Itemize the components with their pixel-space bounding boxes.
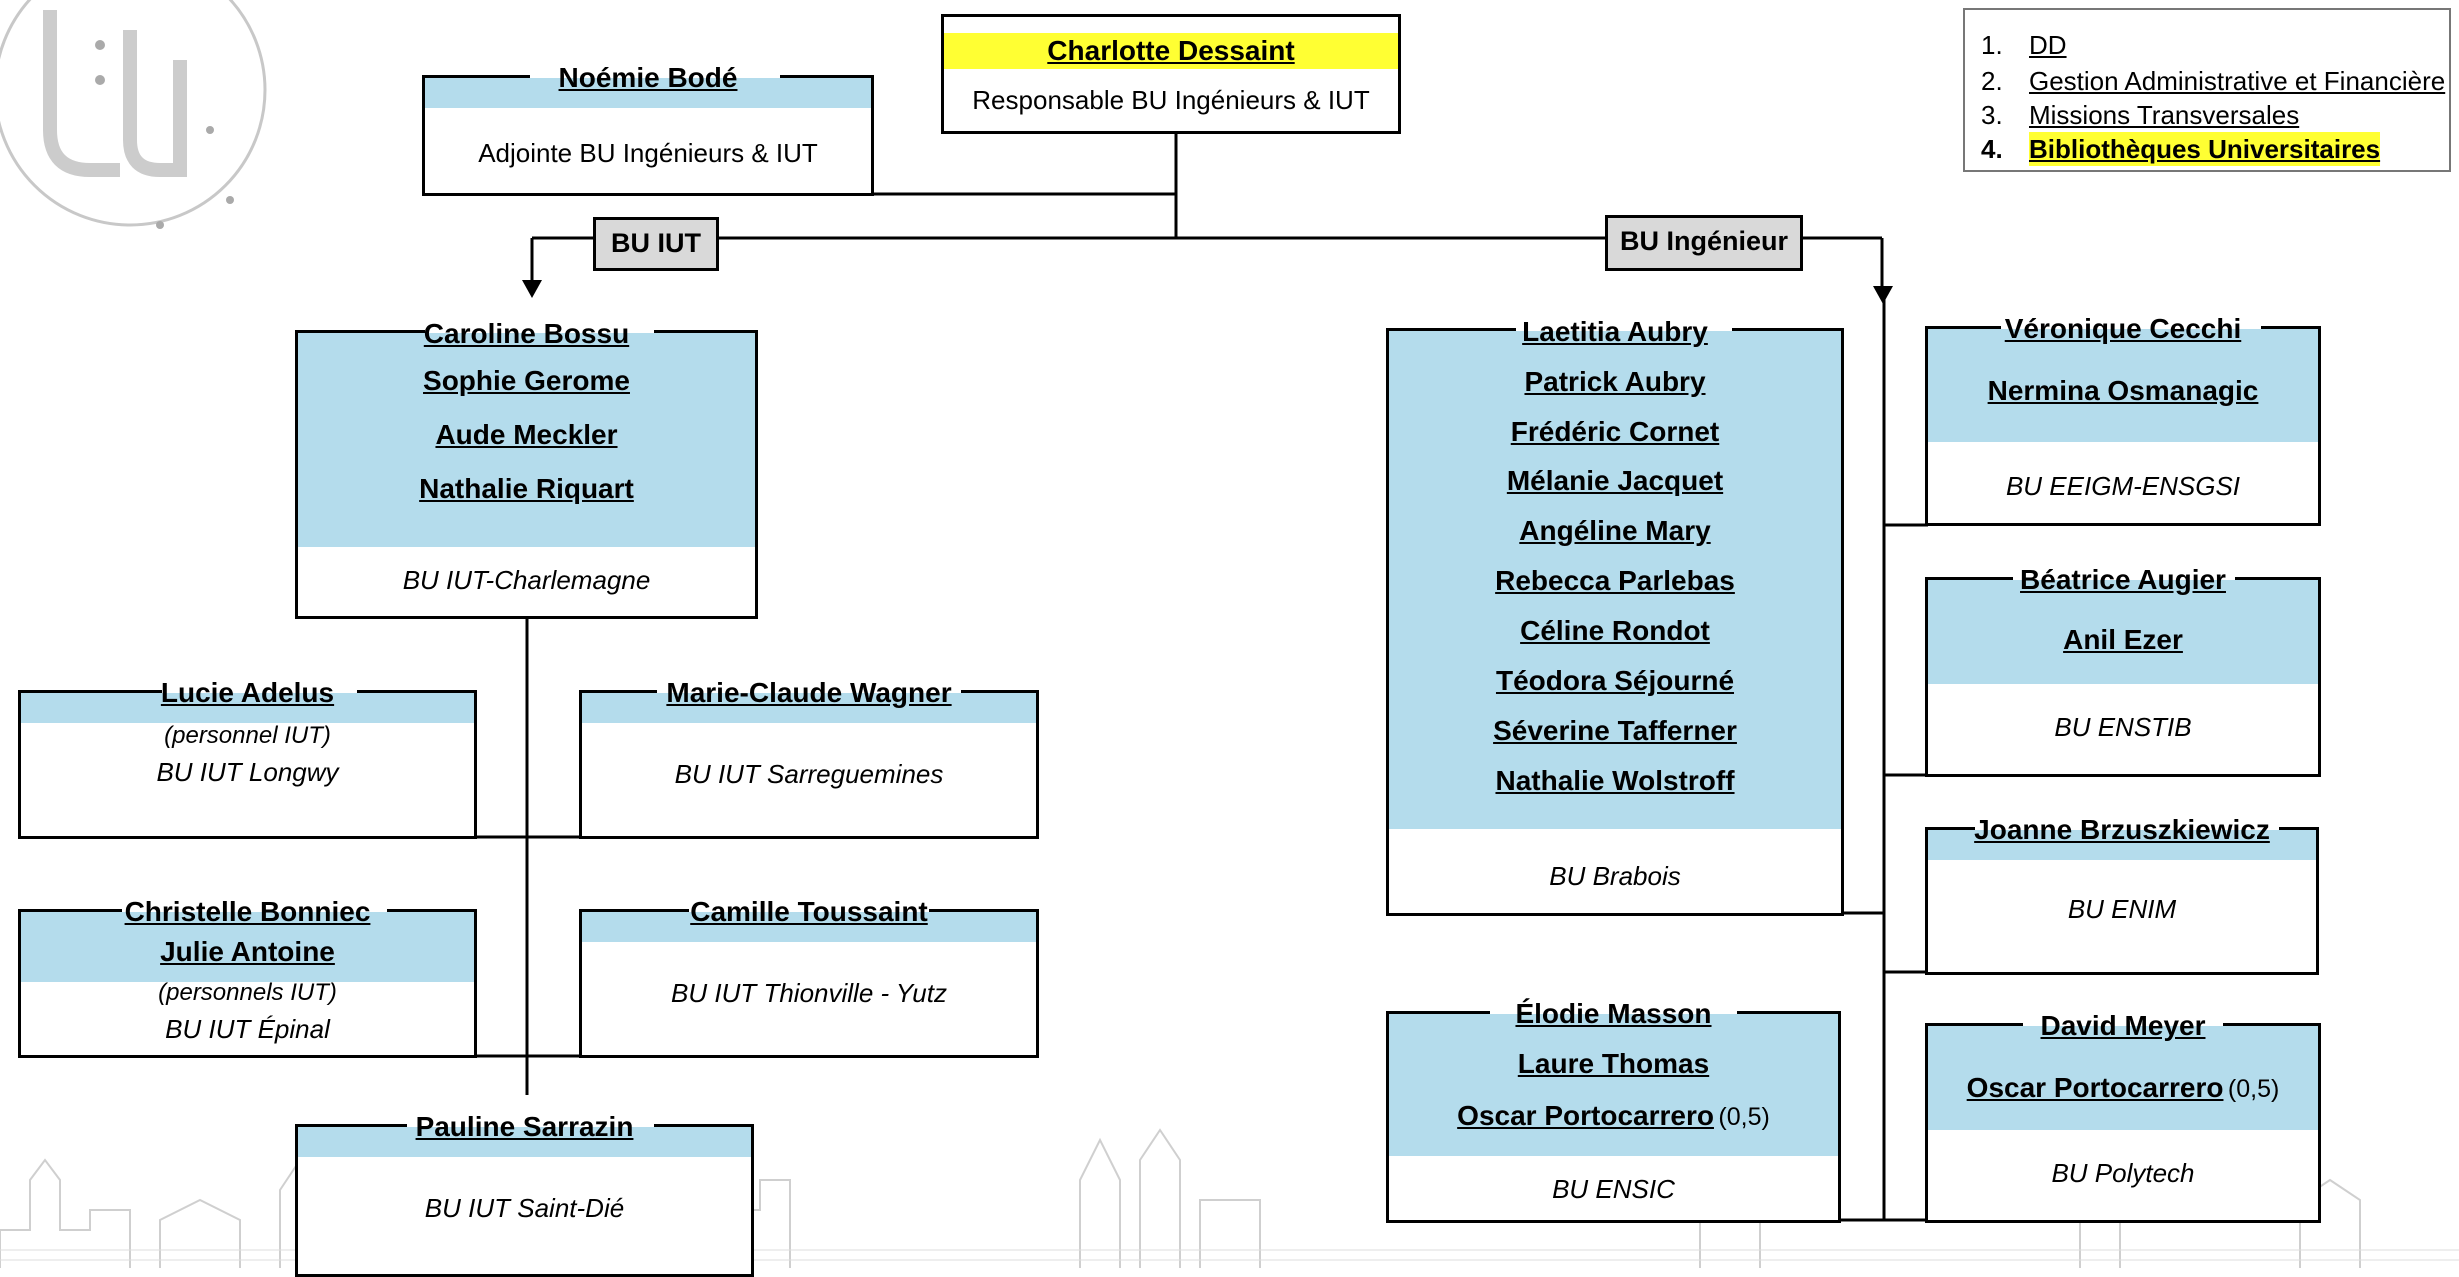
location-label: BU EEIGM-ENSGSI <box>2005 471 2241 501</box>
deputy-name[interactable]: Noémie Bodé <box>558 62 738 93</box>
staff-name[interactable]: Frédéric Cornet <box>1510 416 1720 447</box>
box-iut-epinal: Christelle Bonniec Julie Antoine (person… <box>18 896 477 1058</box>
location-label: BU IUT Épinal <box>165 1014 330 1044</box>
staff-name[interactable]: Anil Ezer <box>2063 624 2183 655</box>
staff-name[interactable]: Joanne Brzuszkiewicz <box>1974 814 2270 845</box>
box-bu-eeigm: Véronique Cecchi Nermina Osmanagic BU EE… <box>1925 313 2321 526</box>
location-label: BU Polytech <box>2051 1158 2195 1188</box>
staff-name[interactable]: Aude Meckler <box>435 419 618 450</box>
legend-label: Bibliothèques Universitaires <box>2029 132 2381 166</box>
staff-name[interactable]: Laure Thomas <box>1517 1048 1710 1079</box>
staff-note: (personnels IUT) <box>158 979 337 1006</box>
staff-name[interactable]: Élodie Masson <box>1515 998 1712 1029</box>
staff-name[interactable]: Nathalie Wolstroff <box>1495 765 1735 796</box>
staff-name[interactable]: Sophie Gerome <box>423 365 630 396</box>
legend-panel: 1. DD 2. Gestion Administrative et Finan… <box>1963 8 2451 172</box>
head-role: Responsable BU Ingénieurs & IUT <box>972 85 1370 115</box>
location-label: BU IUT Sarreguemines <box>674 759 944 789</box>
staff-name[interactable]: Rebecca Parlebas <box>1495 565 1735 596</box>
staff-name[interactable]: Séverine Tafferner <box>1493 715 1737 746</box>
legend-number: 1. <box>1981 30 2003 60</box>
deputy-role: Adjointe BU Ingénieurs & IUT <box>478 138 818 168</box>
box-bu-ensic: Élodie Masson Laure Thomas Oscar Portoca… <box>1386 998 1841 1223</box>
box-bu-brabois: Laetitia Aubry Patrick Aubry Frédéric Co… <box>1386 316 1844 916</box>
staff-name[interactable]: Marie-Claude Wagner <box>666 677 952 708</box>
deputy-box: Noémie Bodé Adjointe BU Ingénieurs & IUT <box>422 62 874 196</box>
box-iut-saint-die: Pauline Sarrazin BU IUT Saint-Dié <box>295 1111 754 1277</box>
location-label: BU ENSIC <box>1552 1174 1675 1204</box>
staff-name[interactable]: Patrick Aubry <box>1524 366 1706 397</box>
branch-tag-iut[interactable]: BU IUT <box>593 217 719 271</box>
location-label: BU IUT Longwy <box>156 757 339 787</box>
head-highlight <box>944 33 1398 69</box>
box-iut-charlemagne: Caroline Bossu Sophie Gerome Aude Meckle… <box>295 318 758 619</box>
legend-number: 4. <box>1981 134 2003 164</box>
staff-name[interactable]: Christelle Bonniec <box>124 896 371 927</box>
head-box: Charlotte Dessaint Responsable BU Ingéni… <box>941 14 1401 134</box>
legend-label: Gestion Administrative et Financière <box>2029 66 2446 96</box>
staff-name[interactable]: Téodora Séjourné <box>1495 665 1735 696</box>
staff-note: (personnel IUT) <box>164 722 331 749</box>
staff-name[interactable]: Pauline Sarrazin <box>415 1111 634 1142</box>
legend-number: 3. <box>1981 100 2003 130</box>
legend-number: 2. <box>1981 66 2003 96</box>
staff-name[interactable]: Béatrice Augier <box>2020 564 2226 595</box>
staff-name[interactable]: Nermina Osmanagic <box>1987 375 2259 406</box>
location-label: BU IUT Saint-Dié <box>424 1193 625 1223</box>
staff-name[interactable]: Angéline Mary <box>1519 515 1711 546</box>
staff-name[interactable]: Oscar Portocarrero <box>1966 1072 2224 1103</box>
staff-name[interactable]: Julie Antoine <box>160 936 335 967</box>
location-label: BU ENSTIB <box>2054 712 2192 742</box>
box-iut-longwy: Lucie Adelus (personnel IUT) BU IUT Long… <box>18 677 477 839</box>
branch-tag-ingenieur[interactable]: BU Ingénieur <box>1605 215 1803 271</box>
box-iut-thionville: Camille Toussaint BU IUT Thionville - Yu… <box>579 896 1039 1058</box>
staff-row: Oscar Portocarrero (0,5) <box>1389 1098 1838 1134</box>
staff-name[interactable]: Oscar Portocarrero <box>1457 1100 1714 1131</box>
location-label: BU Brabois <box>1549 861 1681 891</box>
staff-name[interactable]: Camille Toussaint <box>690 896 928 927</box>
location-label: BU ENIM <box>2067 894 2177 924</box>
staff-name[interactable]: Lucie Adelus <box>160 677 335 708</box>
legend-label: Missions Transversales <box>2029 100 2300 130</box>
box-bu-polytech: David Meyer Oscar Portocarrero (0,5) BU … <box>1925 1010 2321 1223</box>
box-bu-enim: Joanne Brzuszkiewicz BU ENIM <box>1925 814 2319 975</box>
fte-share: (0,5) <box>2227 1075 2280 1103</box>
staff-row: Oscar Portocarrero (0,5) <box>1928 1070 2318 1106</box>
staff-name[interactable]: Laetitia Aubry <box>1522 316 1708 347</box>
staff-name[interactable]: Mélanie Jacquet <box>1506 465 1724 496</box>
location-label: BU IUT-Charlemagne <box>402 565 651 595</box>
fte-share: (0,5) <box>1718 1103 1770 1131</box>
head-name[interactable]: Charlotte Dessaint <box>1047 35 1295 66</box>
box-bu-enstib: Béatrice Augier Anil Ezer BU ENSTIB <box>1925 564 2321 777</box>
staff-name[interactable]: Céline Rondot <box>1520 615 1710 646</box>
campus-map-logo <box>0 0 267 229</box>
location-label: BU IUT Thionville - Yutz <box>671 978 947 1008</box>
staff-name[interactable]: Nathalie Riquart <box>419 473 634 504</box>
staff-name[interactable]: David Meyer <box>2040 1010 2206 1041</box>
staff-name[interactable]: Caroline Bossu <box>423 318 630 349</box>
legend-label: DD <box>2029 30 2067 60</box>
staff-name[interactable]: Véronique Cecchi <box>2004 313 2242 344</box>
box-iut-sarreguemines: Marie-Claude Wagner BU IUT Sarreguemines <box>579 677 1039 839</box>
